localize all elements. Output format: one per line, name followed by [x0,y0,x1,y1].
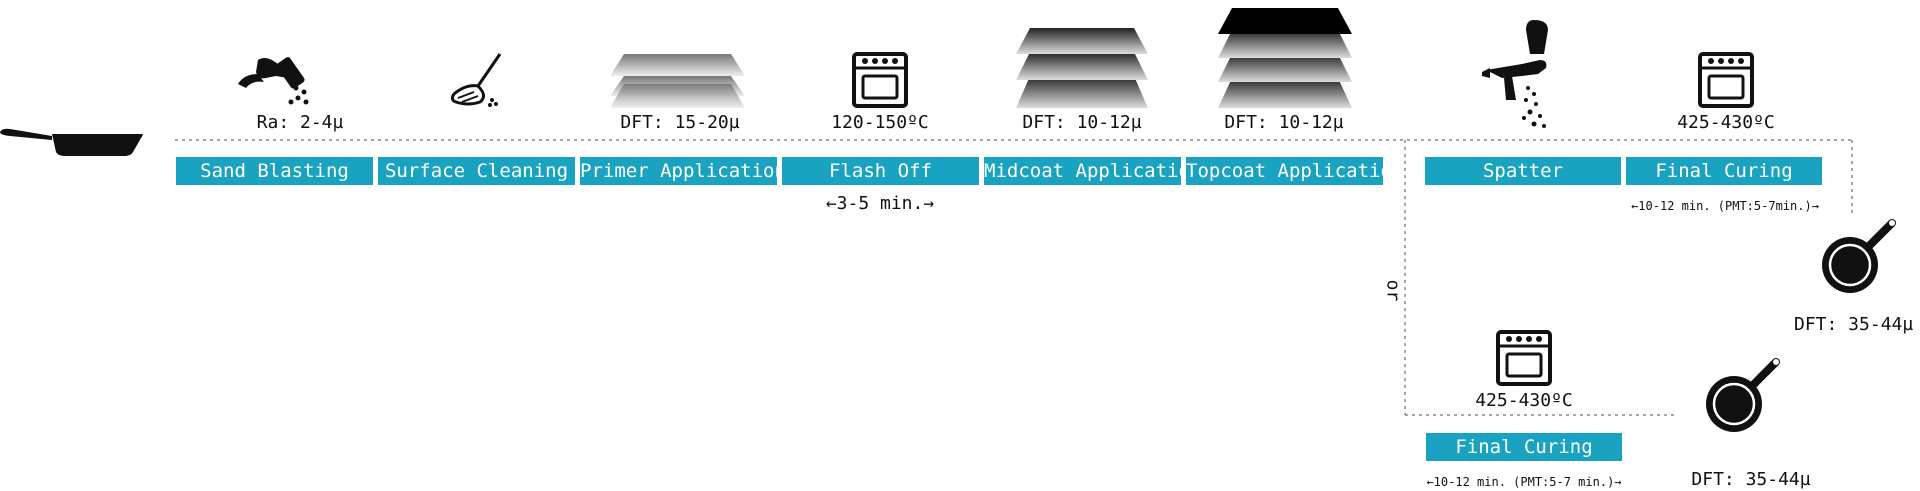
step-value: 120-150ºC [831,112,929,133]
or-label: or [1382,279,1404,302]
step-final-curing-bottom: Final Curing [1426,433,1622,461]
step-spatter: Spatter [1425,157,1621,185]
final-dft: DFT: 35-44µ [1691,469,1811,490]
pan-icon [1822,219,1896,293]
oven-icon [1698,52,1754,108]
oven-icon [1496,330,1552,386]
frying-pan-icon [0,128,143,156]
layers-icon [610,54,745,108]
layers-icon [1218,8,1352,108]
curing-duration-bottom: ←10-12 min. (PMT:5-7 min.)→ [1426,475,1622,489]
flash-off-duration: ←3-5 min.→ [825,193,935,214]
spray-gun-icon [1482,20,1548,128]
step-primer-application: Primer Application [580,157,786,185]
curing-temp: 425-430ºC [1677,112,1775,133]
sand-blasting-icon [238,57,309,105]
step-midcoat-application: Midcoat Application [984,157,1201,185]
step-flash-off: Flash Off [782,157,979,185]
final-dft: DFT: 35-44µ [1794,314,1914,335]
step-sand-blasting: Sand Blasting [176,157,373,185]
pan-icon [1706,358,1780,432]
oven-icon [852,52,908,108]
step-value: DFT: 15-20µ [620,112,740,133]
step-value: DFT: 10-12µ [1022,112,1142,133]
step-topcoat-application: Topcoat Application [1186,157,1403,185]
step-value: DFT: 10-12µ [1224,112,1344,133]
step-value: Ra: 2-4µ [256,112,344,133]
layers-icon [1016,28,1148,108]
curing-temp: 425-430ºC [1475,390,1573,411]
broom-icon [450,53,502,107]
curing-duration-top: ←10-12 min. (PMT:5-7min.)→ [1631,199,1819,213]
step-final-curing-top: Final Curing [1626,157,1822,185]
step-surface-cleaning: Surface Cleaning [378,157,575,185]
